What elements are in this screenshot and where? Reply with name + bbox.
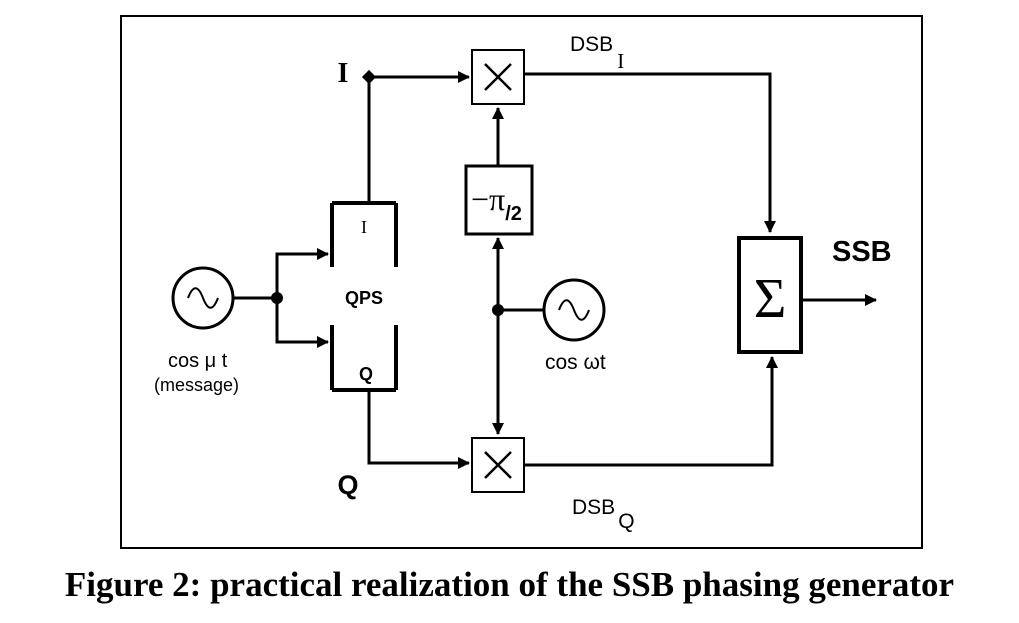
message-signal-label: cos μ t — [168, 350, 228, 372]
q-branch-wire — [367, 390, 470, 469]
summer-block — [737, 236, 803, 354]
message-note-label: (message) — [154, 375, 239, 395]
dsb-i-label: DSBI — [570, 33, 624, 73]
message-oscillator — [171, 266, 235, 330]
q-branch-label: Q — [337, 470, 358, 500]
carrier-node — [492, 304, 504, 316]
qps-title: QPS — [345, 288, 383, 308]
upper-multiplier — [471, 49, 525, 105]
qps-block — [330, 201, 398, 392]
dsb-i-sub: I — [617, 49, 624, 73]
qps-port-i-label: I — [361, 217, 367, 237]
carrier-signal-label: cos ωt — [545, 351, 606, 374]
figure-caption: Figure 2: practical realization of the S… — [64, 565, 955, 604]
dsb-i-main: DSB — [570, 33, 613, 56]
qps-lower-input-arrow — [275, 298, 329, 348]
dsb-q-wire — [524, 356, 778, 467]
diagram-frame — [120, 15, 923, 549]
phase-shift-block — [464, 164, 534, 236]
ssb-output-label: SSB — [832, 236, 892, 268]
qps-port-q-label: Q — [359, 364, 373, 384]
dsb-i-wire — [524, 72, 776, 233]
phase-shift-sub: /2 — [505, 203, 522, 225]
summation-icon: Σ — [754, 268, 787, 330]
i-branch-node — [361, 69, 377, 85]
i-branch-wire — [367, 71, 470, 203]
dsb-q-main: DSB — [572, 496, 615, 519]
sine-wave-icon — [558, 299, 590, 321]
qps-upper-input-arrow — [275, 248, 329, 298]
phase-shift-main: −π — [471, 181, 505, 217]
ssb-phasing-diagram: cos μ t (message) I QPS Q I Q −π/2 — [120, 15, 923, 549]
carrier-oscillator — [542, 278, 606, 342]
sine-wave-icon — [187, 287, 219, 309]
dsb-q-label: DSBQ — [572, 496, 635, 533]
dsb-q-sub: Q — [618, 510, 634, 533]
phase-shift-label: −π/2 — [471, 181, 522, 225]
i-branch-label: I — [338, 58, 349, 89]
lower-multiplier — [471, 437, 525, 493]
